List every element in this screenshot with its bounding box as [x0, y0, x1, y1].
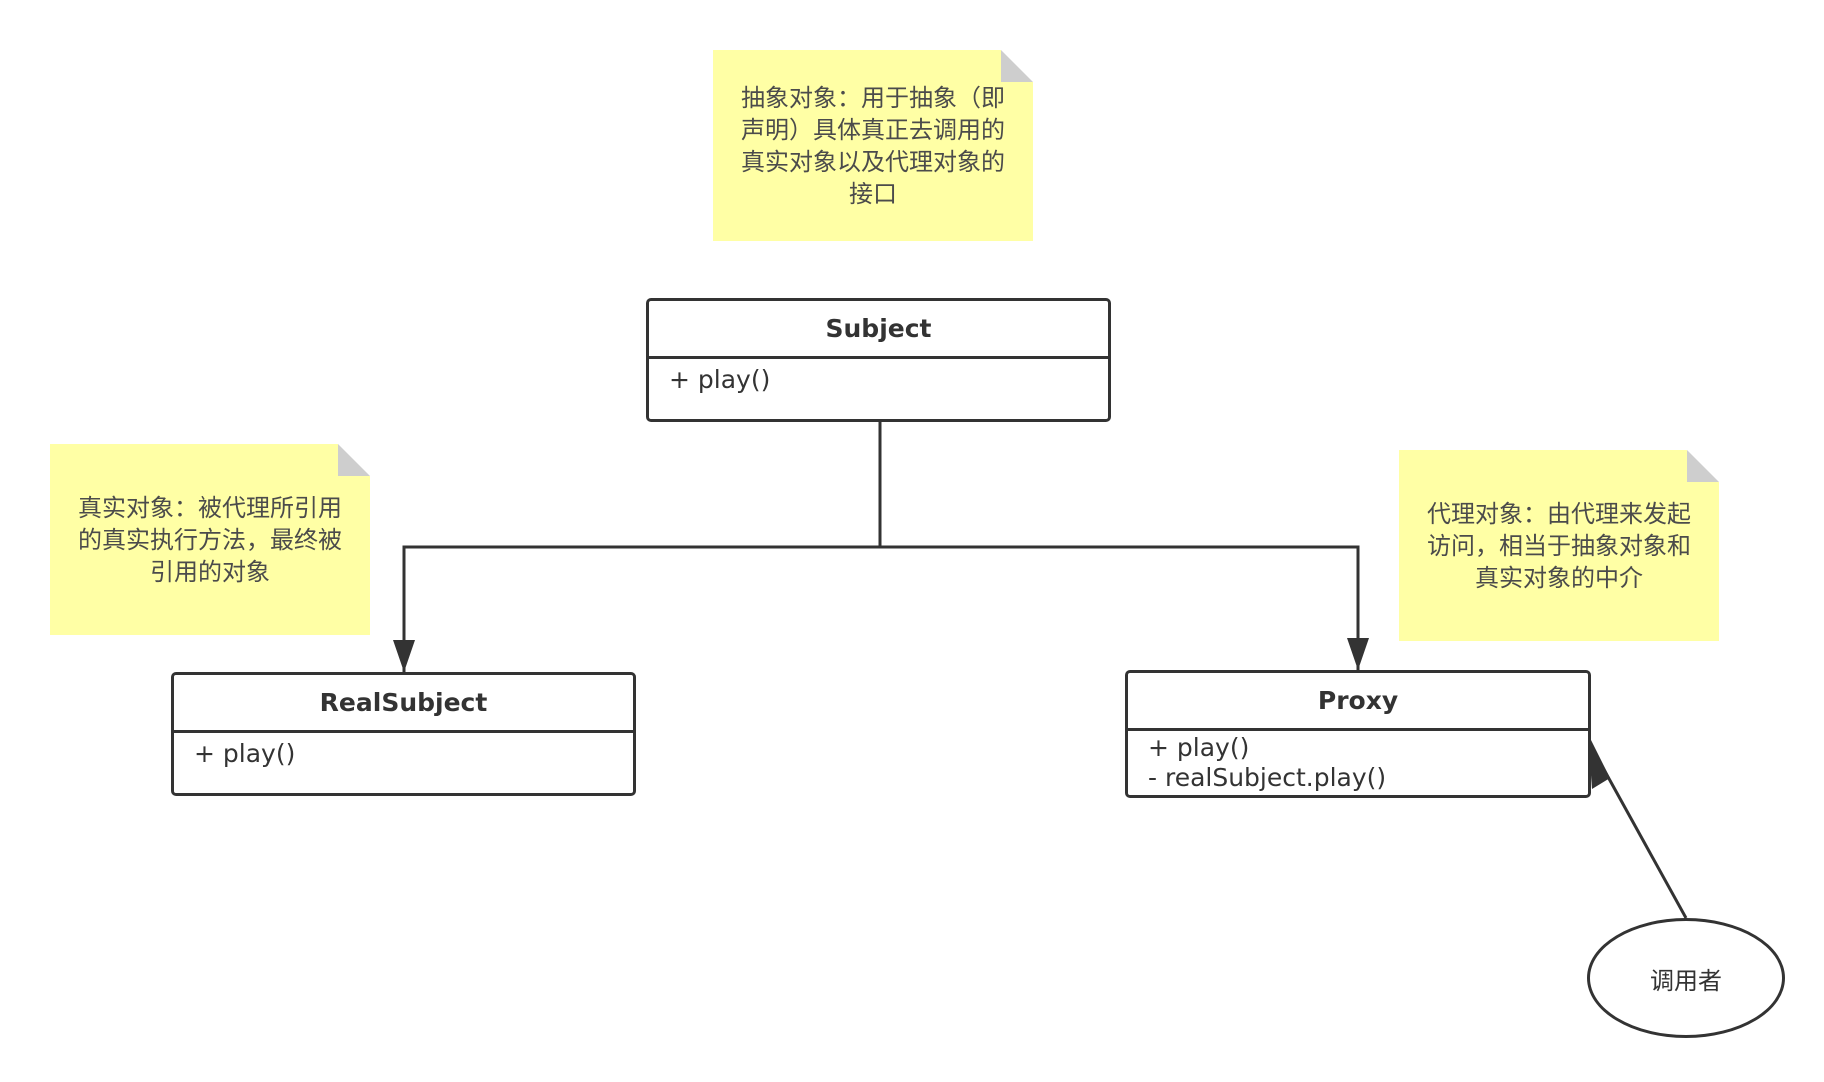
note-fold-corner [1001, 50, 1033, 82]
operation-play: + play() [194, 739, 296, 768]
operation-realsubject-play: - realSubject.play() [1148, 763, 1387, 792]
class-proxy-operations: + play() - realSubject.play() [1128, 731, 1588, 793]
caller-actor-label: 调用者 [1650, 966, 1722, 995]
class-subject[interactable]: Subject + play() [646, 298, 1111, 422]
proxy-note-text: 代理对象：由代理来发起访问，相当于抽象对象和真实对象的中介 [1427, 499, 1691, 592]
proxy-note[interactable]: 代理对象：由代理来发起访问，相当于抽象对象和真实对象的中介 [1399, 450, 1719, 641]
class-realsubject-operations: + play() [174, 733, 633, 769]
subject-to-proxy-connector[interactable] [880, 545, 1360, 670]
note-fold-corner [338, 444, 370, 476]
subject-note[interactable]: 抽象对象：用于抽象（即声明）具体真正去调用的真实对象以及代理对象的接口 [713, 50, 1033, 241]
realsubject-note-text: 真实对象：被代理所引用的真实执行方法，最终被引用的对象 [78, 493, 342, 586]
subject-note-text: 抽象对象：用于抽象（即声明）具体真正去调用的真实对象以及代理对象的接口 [741, 83, 1005, 208]
realsubject-arrowhead [393, 640, 415, 672]
class-proxy[interactable]: Proxy + play() - realSubject.play() [1125, 670, 1591, 798]
operation-play: + play() [1148, 733, 1250, 762]
note-fold-corner [1687, 450, 1719, 482]
class-realsubject-name: RealSubject [174, 675, 633, 733]
caller-to-proxy-connector[interactable] [1600, 765, 1688, 919]
caller-arrowhead [1588, 734, 1610, 789]
operation-play: + play() [669, 365, 771, 394]
subject-to-realsubject-connector[interactable] [402, 422, 882, 672]
proxy-arrowhead [1347, 638, 1369, 670]
class-subject-operations: + play() [649, 359, 1108, 395]
caller-actor[interactable]: 调用者 [1587, 918, 1785, 1038]
realsubject-note[interactable]: 真实对象：被代理所引用的真实执行方法，最终被引用的对象 [50, 444, 370, 635]
class-proxy-name: Proxy [1128, 673, 1588, 731]
class-realsubject[interactable]: RealSubject + play() [171, 672, 636, 796]
class-subject-name: Subject [649, 301, 1108, 359]
